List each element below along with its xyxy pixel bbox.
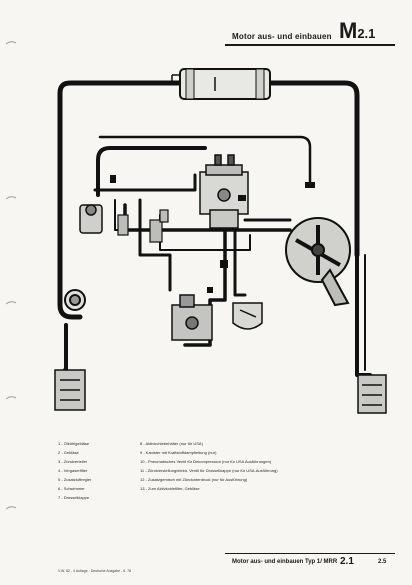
legend-item: 13 - Zum Aktivkohlefilter, Gebläse [140, 486, 200, 491]
outer-hose-right [267, 80, 360, 258]
page-header-title: Motor aus- und einbauen [232, 32, 332, 41]
header-divider [225, 44, 395, 46]
section-code-number: 2.1 [357, 26, 376, 41]
legend-item: 7 - Drosselklappe [58, 495, 90, 500]
punch-hole-mark [6, 506, 16, 510]
carb-hose-f [183, 208, 227, 347]
carb-hose-c [138, 198, 172, 292]
carb-hose-a [93, 173, 197, 192]
legend-item: 2 - Gebläse [58, 450, 79, 455]
oil-cooler-inlet [64, 289, 86, 311]
legend-item: 11 - Zündverstellung/elektr. Ventil für … [140, 468, 278, 473]
legend-column-right: 8 - Aktivkohlebehälter (nur für USA) 9 -… [140, 439, 380, 493]
distributor [285, 217, 351, 307]
page-number-secondary: 2.5 [378, 559, 387, 565]
legend-item: 4 - Vergaserfilter [58, 468, 88, 473]
carburetor-assembly [199, 154, 249, 229]
hose-fittings [110, 175, 315, 293]
inner-hose-loop [96, 146, 207, 197]
legend-item: 3 - Zündverteiler [58, 459, 88, 464]
legend-item: 8 - Aktivkohlebehälter (nur für USA) [140, 441, 203, 446]
canister-bracket [171, 74, 180, 83]
legend-item: 9 - Kanister mit Kraftstoffdampfleitung … [140, 450, 217, 455]
print-info: V.W. 82 - 4 Auflage - Deutsche Ausgabe -… [58, 569, 132, 573]
legend-column-left: 1 - Ölkühlgebläse 2 - Gebläse 3 - Zündve… [58, 439, 138, 502]
right-cylinder-block [357, 374, 387, 414]
legend-item: 10 - Pneumatisches Ventil für Dekompress… [140, 459, 272, 464]
legend-item: 5 - Zusatzluftregler [58, 477, 92, 482]
hose-routing-diagram [54, 68, 387, 414]
section-code: M2.1 [339, 20, 375, 45]
fuel-pump [79, 204, 103, 234]
left-cylinder-block [54, 369, 86, 411]
activated-carbon-canister [179, 68, 271, 100]
valve-group-left [117, 209, 169, 243]
legend-item: 1 - Ölkühlgebläse [58, 441, 90, 446]
carb-hose-e [233, 223, 247, 297]
air-filter [232, 302, 263, 330]
section-code-letter: M [339, 18, 358, 43]
page-number: 2.1 [340, 556, 354, 567]
punch-hole-mark [6, 41, 16, 45]
inner-hose-top [98, 135, 312, 187]
legend-item: 6 - Schwimmer [58, 486, 85, 491]
outer-hose-loop [57, 80, 183, 320]
punch-hole-mark [6, 396, 16, 400]
footer-title: Motor aus- und einbauen Typ 1/ MRR [232, 559, 338, 565]
legend-item: 12 - Zusatzgemisch mit Zündunterdruck (n… [140, 477, 248, 482]
footer-divider [225, 553, 395, 554]
punch-hole-mark [6, 196, 16, 200]
engine-assembly [171, 294, 213, 341]
punch-hole-mark [6, 301, 16, 305]
